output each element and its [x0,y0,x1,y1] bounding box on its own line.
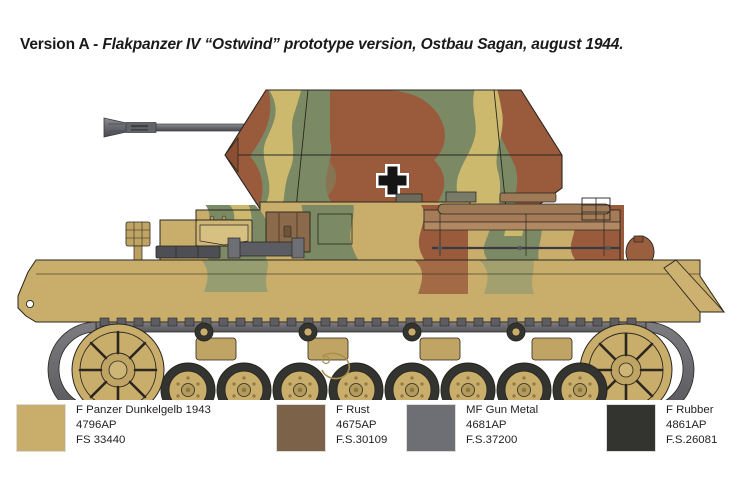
hull-superstructure [125,191,655,269]
version-label: Version A [20,36,89,53]
paint-name: F Rust [336,404,370,416]
stowage-tube [437,203,611,215]
engine-deck [423,197,621,256]
road-wheel [552,362,608,400]
road-wheels [160,362,608,400]
caption: Version A - Flakpanzer IV “Ostwind” prot… [20,36,624,54]
road-wheel [272,362,328,400]
gun-barrel [103,117,273,138]
legend-text: MF Gun Metal 4681AP F.S.37200 [466,402,538,449]
road-wheel [216,362,272,400]
hull [17,259,726,323]
legend-item-panzer-dunkelgelb: F Panzer Dunkelgelb 1943 4796AP FS 33440 [16,402,211,464]
antenna-mount [125,221,151,263]
balkenkreuz-marking [376,164,409,197]
paint-fs: F.S.30109 [336,434,388,447]
legend-text: F Rubber 4861AP F.S.26081 [666,402,717,449]
suspension-bogies [195,337,573,361]
track-links-top [99,317,637,327]
legend-item-rubber: F Rubber 4861AP F.S.26081 [606,402,717,464]
road-wheel [384,362,440,400]
camo-tan-patch [246,90,302,218]
road-wheel [328,362,384,400]
paint-fs: F.S.37200 [466,434,518,447]
tow-cable [321,352,351,380]
paint-name: F Panzer Dunkelgelb 1943 [76,404,211,416]
paint-code: 4861AP [666,419,707,432]
paint-code: 4675AP [336,419,377,432]
caption-description: Flakpanzer IV “Ostwind” prototype versio… [102,36,624,53]
color-swatch [16,404,66,452]
road-wheel [496,362,552,400]
running-gear [47,317,695,400]
legend-item-rust: F Rust 4675AP F.S.30109 [276,402,387,464]
turret-shield [224,89,563,219]
road-wheel [440,362,496,400]
legend-item-gun-metal: MF Gun Metal 4681AP F.S.37200 [406,402,538,464]
paint-color-legend: F Panzer Dunkelgelb 1943 4796AP FS 33440… [0,402,750,472]
legend-text: F Rust 4675AP F.S.30109 [336,402,387,449]
track-rear-curve [645,321,695,400]
color-swatch [406,404,456,452]
towing-eye [25,299,35,309]
paint-name: MF Gun Metal [466,404,539,416]
side-hatch [317,213,353,245]
caption-separator: - [89,36,103,53]
return-rollers [194,322,526,342]
paint-fs: FS 33440 [76,434,126,447]
track-front-curve [47,321,97,400]
color-swatch [606,404,656,452]
driver-visor [195,215,253,247]
paint-code: 4796AP [76,419,117,432]
tank-illustration [0,60,750,400]
road-wheel [160,362,216,400]
deck-fitting [499,192,557,203]
front-tool-block [155,237,305,259]
legend-text: F Panzer Dunkelgelb 1943 4796AP FS 33440 [76,402,211,449]
deck-fitting [395,193,423,203]
deck-fitting [445,191,477,203]
paint-fs: F.S.26081 [666,434,718,447]
paint-code: 4681AP [466,419,507,432]
rear-mudguard [663,259,726,313]
color-swatch [276,404,326,452]
paint-name: F Rubber [666,404,714,416]
front-idler-wheel [71,323,165,400]
